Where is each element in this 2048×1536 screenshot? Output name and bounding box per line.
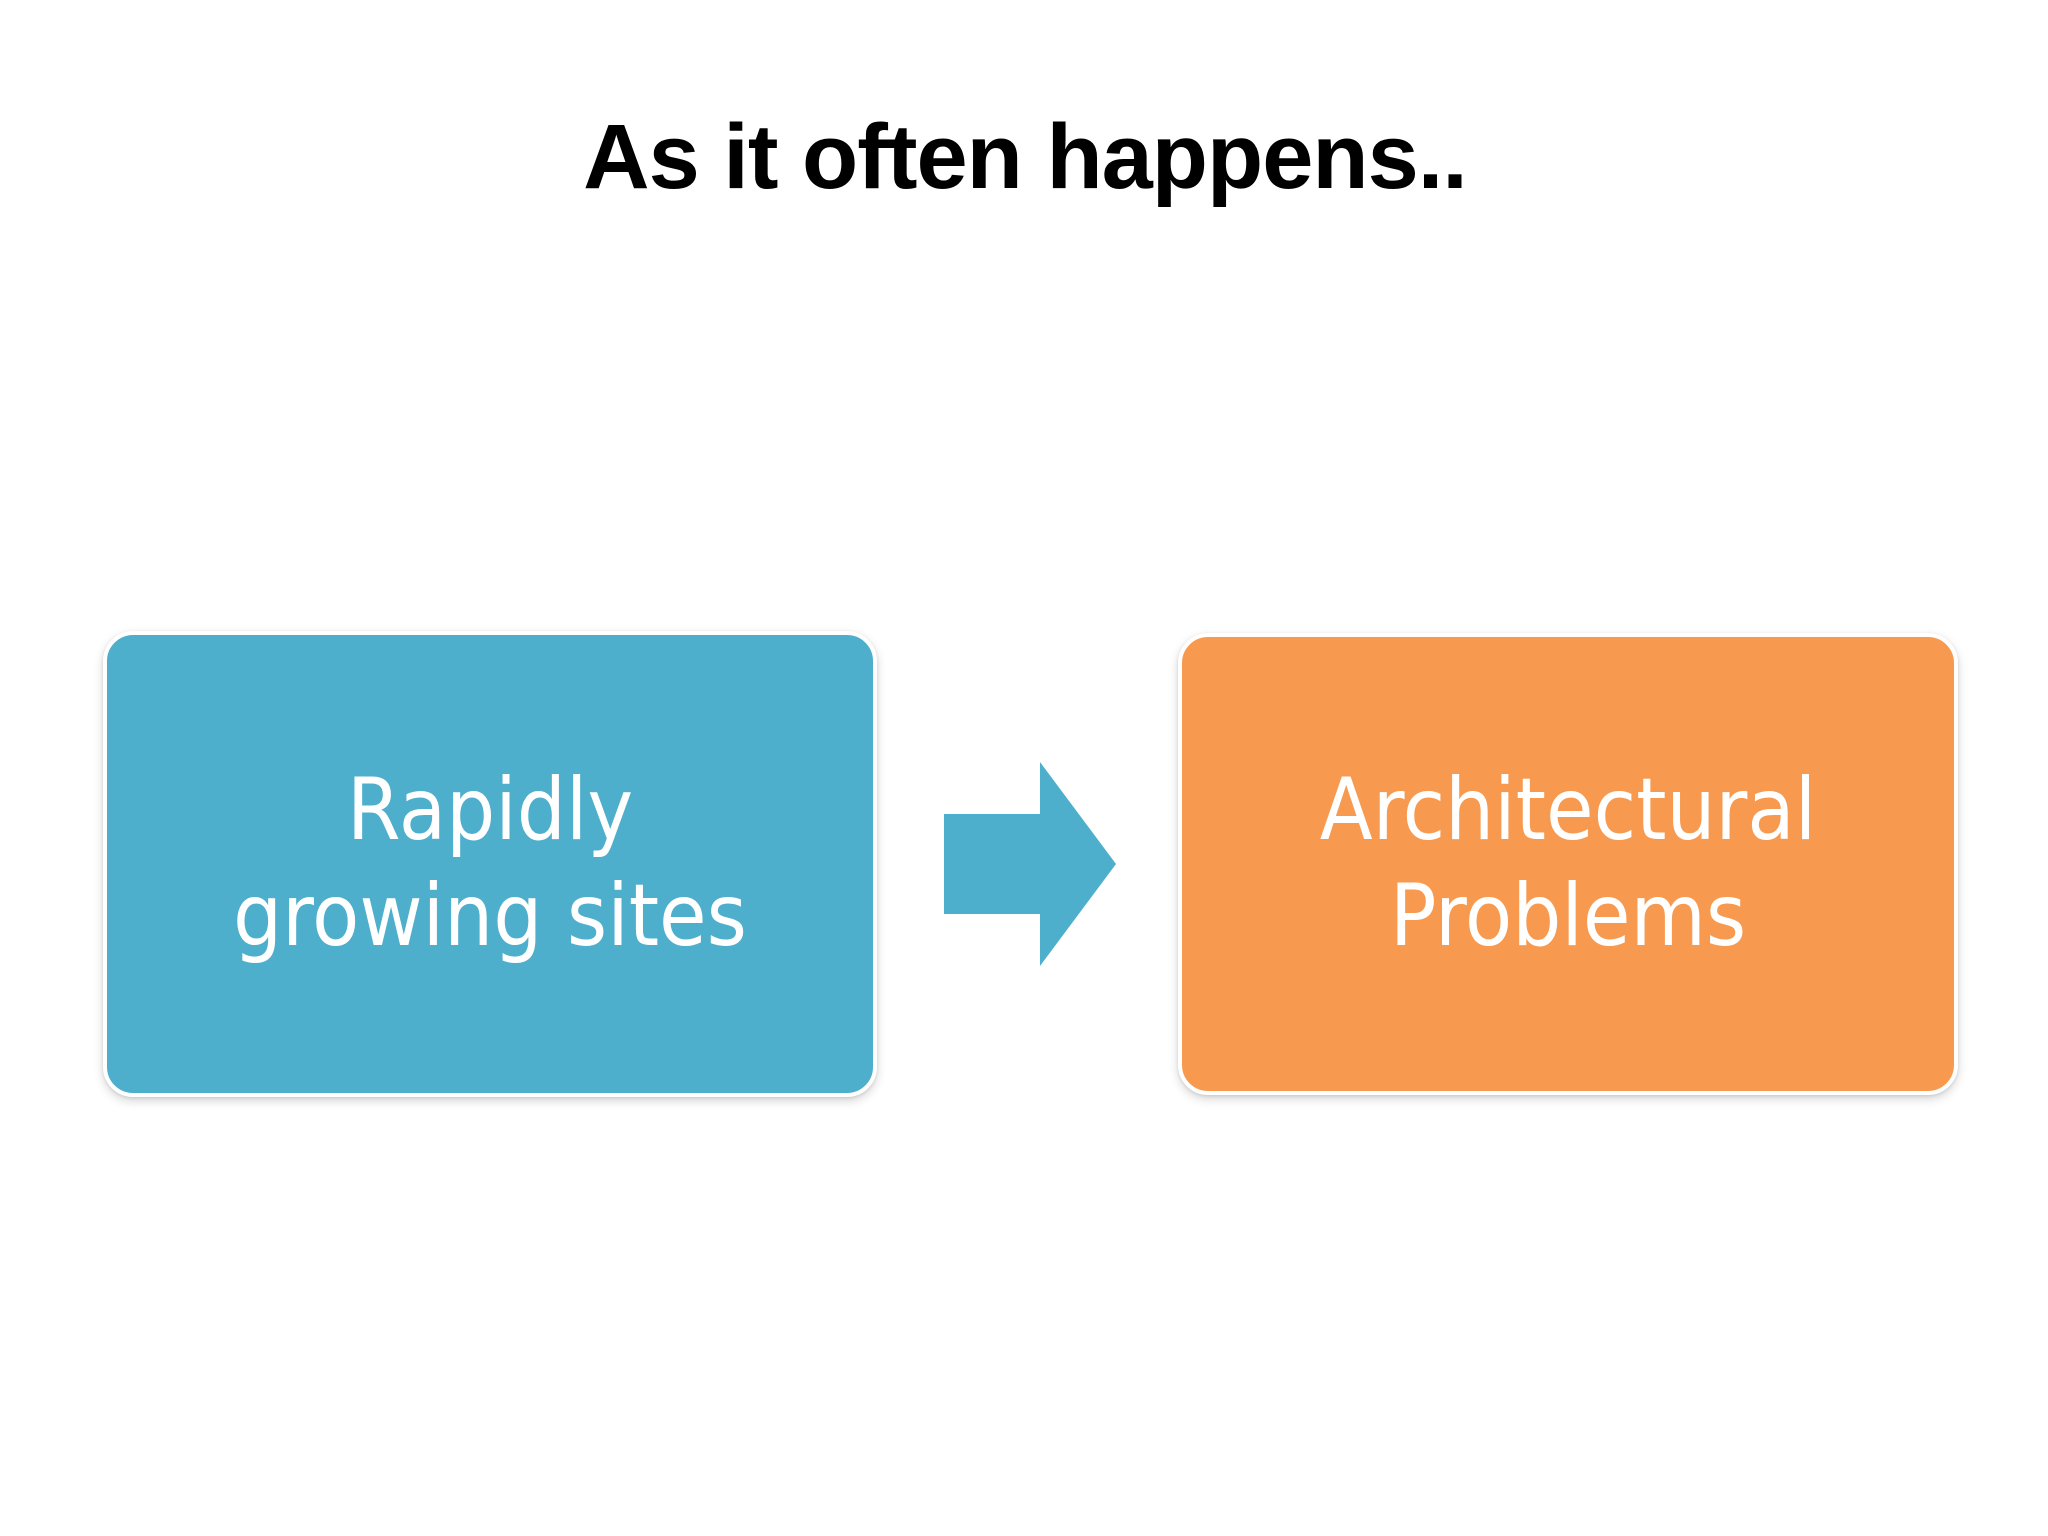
node-label-rapidly-growing-sites: Rapidly growing sites [233, 760, 747, 966]
node-rapidly-growing-sites[interactable]: Rapidly growing sites [103, 631, 877, 1097]
node-label-architectural-problems: Architectural Problems [1319, 760, 1817, 966]
node-architectural-problems[interactable]: Architectural Problems [1178, 633, 1958, 1095]
right-arrow-shape [944, 762, 1116, 966]
right-arrow-icon-svg [944, 762, 1116, 966]
right-arrow-icon [944, 762, 1116, 966]
page-title: As it often happens.. [583, 105, 1468, 208]
